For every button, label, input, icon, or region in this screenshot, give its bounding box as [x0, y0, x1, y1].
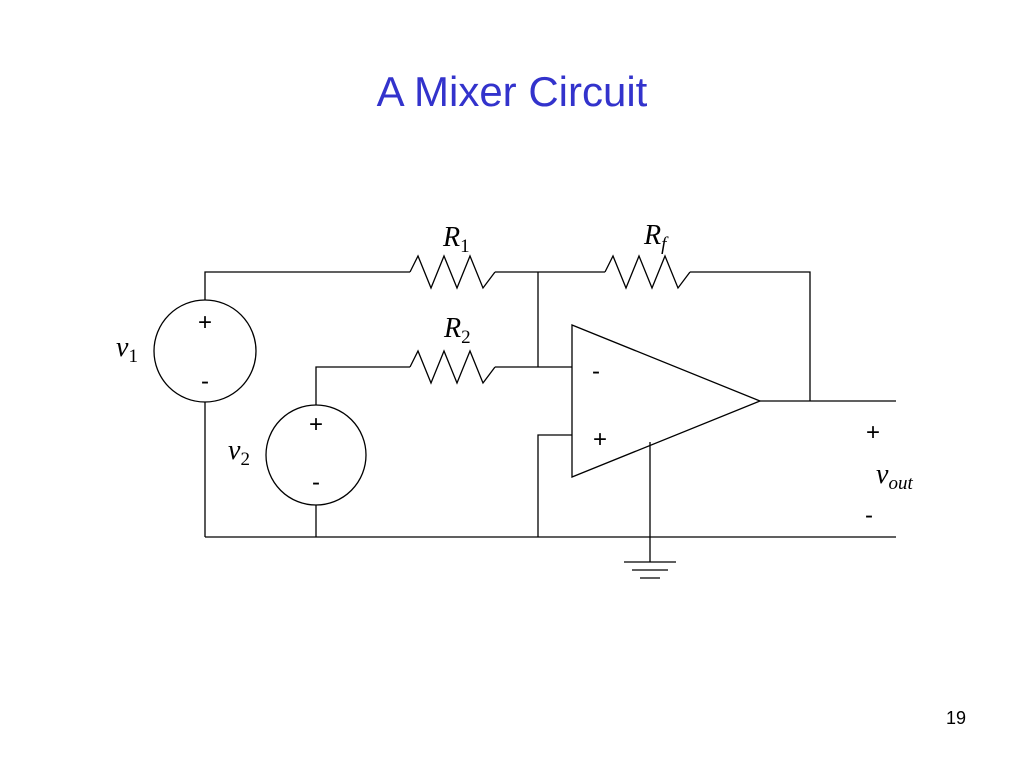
label-r2: R2 [443, 313, 471, 348]
opamp-inverting-sign: - [592, 358, 600, 385]
resistor-rf [604, 254, 691, 290]
label-rf: Rf [643, 220, 669, 255]
output-minus-sign: - [865, 502, 873, 529]
label-v2: v2 [228, 435, 250, 470]
wire-non-inverting [537, 434, 572, 537]
v1-minus-sign: - [201, 368, 209, 395]
v2-plus-sign: + [309, 411, 323, 438]
wire-v2-top [315, 366, 410, 405]
label-r1: R1 [442, 222, 470, 257]
resistor-r1 [409, 254, 496, 290]
opamp-non-inverting-sign: + [593, 426, 607, 453]
output-plus-sign: + [866, 419, 880, 446]
wire-rf-output [690, 271, 811, 401]
wires [204, 271, 896, 562]
slide-title: A Mixer Circuit [376, 68, 648, 115]
resistor-r2 [409, 349, 496, 385]
wire-v1-top [204, 271, 410, 300]
ground-icon [624, 561, 676, 579]
label-v1: v1 [116, 332, 138, 367]
page-number: 19 [945, 708, 966, 728]
voltage-source-v2 [265, 404, 367, 506]
v1-plus-sign: + [198, 309, 212, 336]
opamp-triangle [571, 324, 762, 478]
v2-minus-sign: - [312, 469, 320, 496]
voltage-source-v1 [153, 299, 257, 403]
label-vout: vout [876, 459, 913, 494]
